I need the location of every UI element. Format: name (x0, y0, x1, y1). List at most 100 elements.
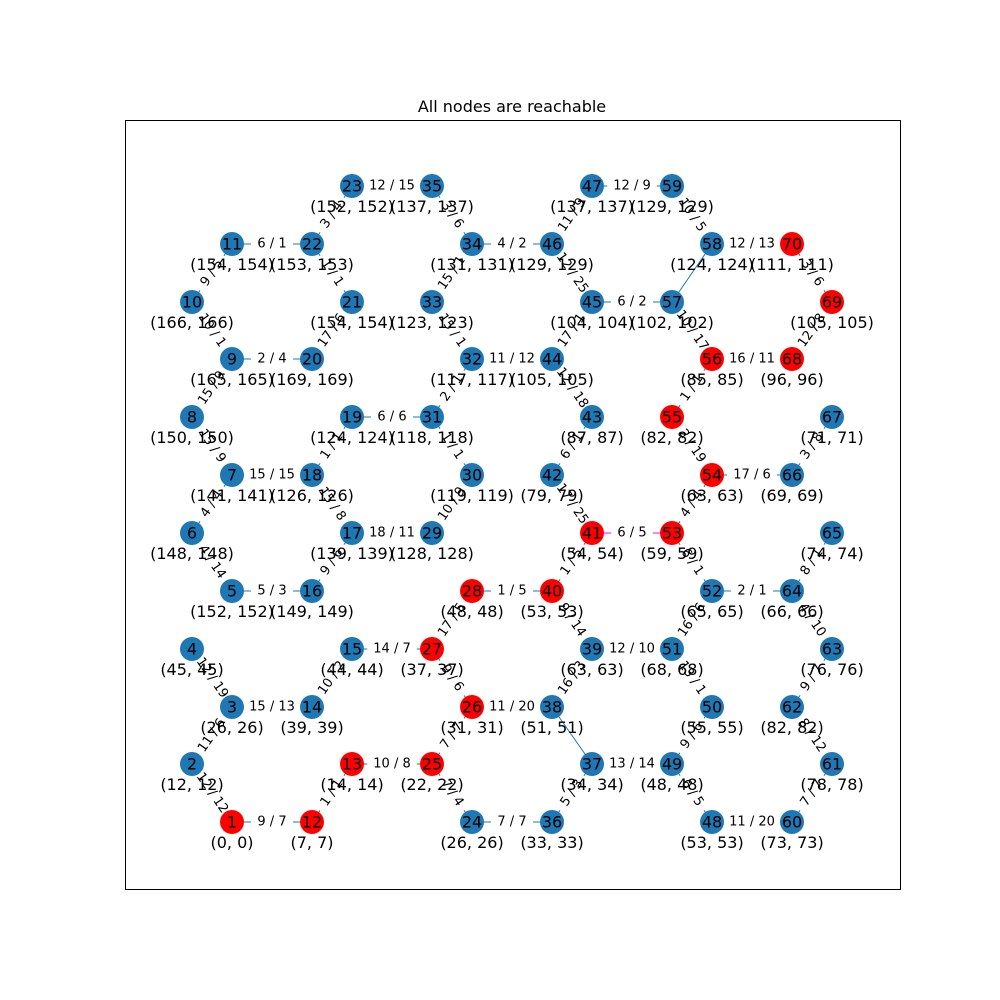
node-circle (180, 521, 204, 545)
edge-label-background (251, 583, 293, 599)
edge-label-background (727, 467, 777, 483)
node-circle (300, 810, 324, 834)
edge-weight-label: 4 / 2 (497, 237, 526, 252)
node-circle (460, 347, 484, 371)
edge-label-background (549, 359, 595, 417)
node-68: 68(96, 96) (760, 347, 824, 389)
edge-label-background (433, 771, 471, 815)
node-coordinate-label: (45, 45) (160, 660, 223, 679)
node-circle (220, 347, 244, 371)
node-coordinate-label: (63, 63) (560, 660, 623, 679)
edge-label-background (431, 479, 473, 529)
node-1: 1(0, 0) (210, 810, 254, 852)
node-13: 13(14, 14) (320, 752, 384, 794)
node-coordinate-label: (76, 76) (800, 660, 863, 679)
node-coordinate-label: (48, 48) (640, 775, 703, 794)
node-27: 27(37, 37) (400, 637, 464, 679)
node-id-label: 17 (342, 524, 362, 543)
node-coordinate-label: (22, 22) (400, 775, 463, 794)
node-id-label: 60 (782, 813, 802, 832)
node-circle (540, 347, 564, 371)
node-circle (300, 579, 324, 603)
edge-weight-label: 7 / 7 (497, 815, 526, 830)
edge-label-background (553, 424, 591, 468)
edge-label-15-27: 14 / 7 (367, 641, 417, 657)
node-id-label: 3 (227, 698, 237, 717)
node-coordinate-label: (141, 141) (190, 486, 274, 505)
edge-label-background (723, 351, 781, 367)
node-63: 63(76, 76) (800, 637, 864, 679)
node-23: 23(152, 152) (310, 174, 394, 216)
node-35: 35(137, 137) (390, 174, 474, 216)
node-id-label: 32 (462, 350, 482, 369)
node-id-label: 37 (582, 755, 602, 774)
node-67: 67(71, 71) (800, 405, 864, 447)
node-coordinate-label: (74, 74) (800, 544, 863, 563)
edge-label-background (243, 699, 301, 715)
node-id-label: 35 (422, 177, 442, 196)
node-circle (460, 695, 484, 719)
node-coordinate-label: (96, 96) (760, 370, 823, 389)
edge-label-background (673, 771, 711, 815)
node-58: 58(124, 124) (670, 232, 754, 274)
node-coordinate-label: (66, 66) (760, 602, 823, 621)
edge-weight-label: 13 / 14 (609, 757, 655, 772)
edge-label-23-35: 12 / 15 (363, 178, 421, 194)
node-6: 6(148, 148) (150, 521, 234, 563)
node-circle (580, 752, 604, 776)
node-coordinate-label: (54, 54) (560, 544, 623, 563)
node-8: 8(150, 150) (150, 405, 234, 447)
edge-label-55-56: 1 / 1 (673, 366, 711, 410)
edge-label-background (669, 302, 715, 359)
edge-label-background (611, 525, 653, 541)
node-54: 54(63, 63) (680, 463, 744, 505)
node-id-label: 5 (227, 582, 237, 601)
node-coordinate-label: (104, 104) (550, 313, 634, 332)
edge-label-background (191, 363, 233, 413)
edge-label-background (553, 771, 591, 815)
node-circle (660, 405, 684, 429)
node-coordinate-label: (139, 139) (310, 544, 394, 563)
node-36: 36(33, 33) (520, 810, 584, 852)
node-id-label: 20 (302, 350, 322, 369)
node-circle (820, 637, 844, 661)
node-id-label: 70 (782, 235, 802, 254)
node-circle (220, 232, 244, 256)
edge-label-background (673, 482, 711, 526)
node-coordinate-label: (78, 78) (800, 775, 863, 794)
node-circle (780, 463, 804, 487)
node-coordinate-label: (12, 12) (160, 775, 223, 794)
node-coordinate-label: (82, 82) (640, 428, 703, 447)
node-55: 55(82, 82) (640, 405, 704, 447)
edge-label-48-60: 11 / 20 (723, 814, 781, 830)
node-coordinate-label: (124, 124) (670, 255, 754, 274)
edge-label-background (551, 190, 593, 240)
node-id-label: 28 (462, 582, 482, 601)
node-circle (340, 174, 364, 198)
node-9: 9(165, 165) (190, 347, 274, 389)
edge-label-background (671, 190, 713, 240)
node-circle (220, 579, 244, 603)
edge-label-background (311, 479, 353, 529)
node-id-label: 4 (187, 640, 197, 659)
edge-label-background (313, 771, 351, 815)
node-circle (460, 810, 484, 834)
edge-label-background (793, 424, 831, 468)
node-circle (780, 232, 804, 256)
node-49: 49(48, 48) (640, 752, 704, 794)
node-coordinate-label: (82, 82) (760, 718, 823, 737)
node-50: 50(55, 55) (680, 695, 744, 737)
edge-label-background (793, 771, 831, 815)
node-circle (340, 752, 364, 776)
edge-label-background (367, 756, 417, 772)
edge-label-13-25: 10 / 8 (367, 756, 417, 772)
node-7: 7(141, 141) (190, 463, 274, 505)
node-id-label: 66 (782, 466, 802, 485)
edge-label-26-38: 11 / 20 (483, 699, 541, 715)
node-id-label: 49 (662, 755, 682, 774)
node-id-label: 64 (782, 582, 802, 601)
node-id-label: 18 (302, 466, 322, 485)
edge-weight-label: 1 / 5 (497, 584, 526, 599)
node-3: 3(26, 26) (200, 695, 264, 737)
node-id-label: 63 (822, 640, 842, 659)
